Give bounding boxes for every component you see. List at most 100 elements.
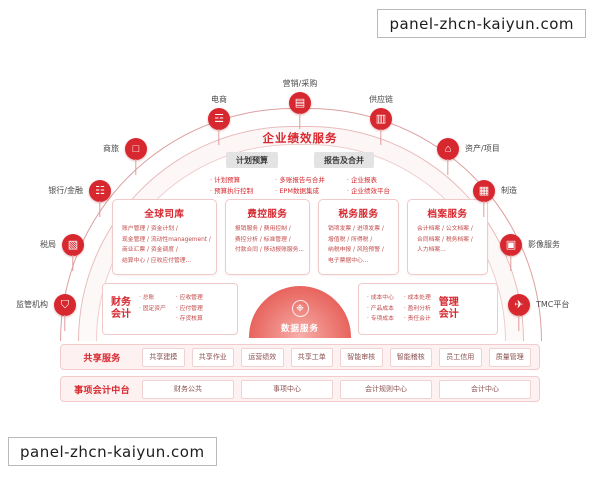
arch-node-label: TMC平台 [536, 300, 570, 309]
node-stem [518, 315, 520, 331]
watermark-top: panel-zhcn-kaiyun.com [377, 9, 586, 38]
shared-chip-operations[interactable]: 共享作业 [191, 347, 234, 367]
shared-services-title: 共享服务 [83, 353, 121, 364]
epm-feature-item: 预算执行控制 [210, 186, 253, 197]
mid-office-bar: 事项会计中台 财务公共 事项中心 会计规则中心 会计中心 [60, 376, 540, 402]
service-card-title: 全球司库 [144, 209, 185, 220]
building-icon: ⌂ [437, 138, 459, 160]
epm-feature-item: 企业报表 [347, 175, 390, 186]
node-glyph: ✈ [514, 298, 524, 311]
shared-chip-modeling[interactable]: 共享建模 [142, 347, 185, 367]
financial-accounting-title: 财务 会计 [111, 297, 131, 321]
shared-chip-performance[interactable]: 运营绩效 [241, 347, 284, 367]
node-stem [72, 255, 74, 271]
watermark-bottom: panel-zhcn-kaiyun.com [8, 437, 217, 466]
shared-chip-employee-credit[interactable]: 员工信用 [439, 347, 482, 367]
midoffice-chip-event-center[interactable]: 事项中心 [241, 379, 333, 399]
suitcase-icon: □ [125, 138, 147, 160]
arch-node-label: 税局 [40, 240, 56, 249]
arch-node-bank-finance[interactable]: ☷ 银行/金融 [48, 180, 111, 217]
node-stem [218, 129, 220, 145]
epm-pill-planning-budget[interactable]: 计划预算 [226, 152, 278, 168]
truck-icon: ▥ [370, 108, 392, 130]
arch-node-marketing-procurement[interactable]: ▤ 营销/采购 [283, 79, 317, 129]
service-card-item: 合同档案 / 税务档案 / [417, 236, 473, 243]
node-glyph: ▧ [67, 238, 79, 251]
service-card-global-treasury[interactable]: 全球司库 账户管理 / 资金计划 / 现金管理 / 流动性management … [112, 199, 217, 275]
node-stem [380, 129, 382, 145]
financial-accounting-items: 总账 固定资产 应收管理 应付管理 存货核算 [139, 293, 203, 325]
arch-node-imaging-service[interactable]: ▣ 影像服务 [500, 234, 560, 271]
arch-node-label: 监管机构 [16, 300, 48, 309]
bank-icon: ▧ [62, 234, 84, 256]
accounting-item: 专项成本 [367, 314, 394, 325]
service-card-expense-control[interactable]: 费控服务 报销服务 / 费用控制 / 费控分析 / 标准管理 / 付款合同 / … [224, 199, 310, 275]
shared-chip-worksheet[interactable]: 共享工单 [290, 347, 333, 367]
node-glyph: ⌂ [444, 142, 452, 155]
arch-node-label: 影像服务 [528, 240, 560, 249]
node-stem [299, 113, 301, 129]
accounting-column: 总账 固定资产 [139, 293, 166, 325]
shared-chip-quality[interactable]: 质量管理 [488, 347, 531, 367]
financial-accounting-box[interactable]: 财务 会计 总账 固定资产 应收管理 应付管理 存货核算 [102, 283, 238, 335]
accounting-row: 财务 会计 总账 固定资产 应收管理 应付管理 存货核算 成本中心 产品成本 [96, 283, 504, 337]
accounting-item: 盈利分析 [404, 304, 431, 315]
arch-node-tmc-platform[interactable]: ✈ TMC平台 [508, 294, 569, 331]
service-card-archive-service[interactable]: 档案服务 会计档案 / 公文档案 / 合同档案 / 税务档案 / 人力档案... [407, 199, 488, 275]
service-card-item: 现金管理 / 流动性management / [122, 236, 211, 243]
accounting-item: 产品成本 [367, 304, 394, 315]
shield-icon: ⛉ [54, 294, 76, 316]
title-line-2: 会计 [438, 309, 459, 320]
service-card-body: 会计档案 / 公文档案 / 合同档案 / 税务档案 / 人力档案... [413, 224, 482, 256]
management-accounting-items: 成本中心 产品成本 专项成本 成本处理 盈利分析 责任会计 [367, 293, 431, 325]
arch-node-business-travel[interactable]: □ 商旅 [103, 138, 147, 175]
epm-pill-report-consolidation[interactable]: 报告及合并 [314, 152, 374, 168]
shared-chip-smart-audit[interactable]: 智能稽核 [389, 347, 432, 367]
epm-feature-item: 企业绩效平台 [347, 186, 390, 197]
node-glyph: ▥ [375, 112, 387, 125]
node-glyph: ☲ [214, 112, 224, 125]
service-card-item: 纳税申报 / 风险预警 / [328, 247, 384, 254]
epm-feature-item: EPM数据集成 [275, 186, 325, 197]
accounting-item: 应收管理 [176, 293, 203, 304]
arch-node-supply-chain[interactable]: ▥ 供应链 [369, 95, 393, 145]
accounting-item: 总账 [139, 293, 166, 304]
epm-section: 企业绩效服务 计划预算 报告及合并 计划预算 预算执行控制 多账报告与合并 EP… [150, 130, 450, 196]
service-card-item: 会计档案 / 公文档案 / [417, 226, 473, 232]
node-glyph: ☷ [95, 184, 105, 197]
title-line-2: 会计 [111, 309, 131, 320]
title-line-1: 管理 [438, 296, 459, 308]
arch-node-tax-bureau[interactable]: ▧ 税局 [40, 234, 84, 271]
hub-glyph: ❉ [296, 303, 304, 313]
epm-column: 计划预算 预算执行控制 [210, 175, 253, 196]
management-accounting-box[interactable]: 成本中心 产品成本 专项成本 成本处理 盈利分析 责任会计 管理 会计 [358, 283, 498, 335]
title-line-1: 财务 [111, 296, 131, 308]
arch-node-label: 银行/金融 [48, 186, 83, 195]
service-card-title: 档案服务 [427, 209, 468, 220]
epm-column: 企业报表 企业绩效平台 [347, 175, 390, 196]
arch-node-ecommerce[interactable]: ☲ 电商 [208, 95, 230, 145]
accounting-item: 固定资产 [139, 304, 166, 315]
midoffice-chip-accounting-center[interactable]: 会计中心 [439, 379, 531, 399]
arch-node-regulator[interactable]: ⛉ 监管机构 [16, 294, 76, 331]
service-card-item: 人力档案... [417, 247, 446, 254]
service-card-body: 销项发票 / 进项发票 / 增值税 / 所得税 / 纳税申报 / 风险预警 / … [324, 224, 393, 267]
arch-node-manufacturing[interactable]: ▦ 制造 [473, 180, 517, 217]
node-glyph: □ [132, 142, 140, 155]
node-glyph: ▤ [294, 96, 306, 109]
epm-feature-item: 计划预算 [210, 175, 253, 186]
service-card-tax-service[interactable]: 税务服务 销项发票 / 进项发票 / 增值税 / 所得税 / 纳税申报 / 风险… [318, 199, 399, 275]
accounting-column: 成本中心 产品成本 专项成本 [367, 293, 394, 325]
service-card-title: 费控服务 [247, 209, 288, 220]
shared-chip-smart-review[interactable]: 智能审核 [340, 347, 383, 367]
service-card-item: 电子票据中心... [328, 258, 369, 265]
arch-node-assets-projects[interactable]: ⌂ 资产/项目 [437, 138, 500, 175]
service-card-body: 账户管理 / 资金计划 / 现金管理 / 流动性management / 商业汇… [118, 224, 211, 267]
midoffice-chip-finance-common[interactable]: 财务公共 [142, 379, 234, 399]
midoffice-chip-rule-center[interactable]: 会计规则中心 [340, 379, 432, 399]
service-card-item: 费控分析 / 标准管理 / [234, 236, 291, 243]
bank-columns-icon: ☷ [89, 180, 111, 202]
accounting-column: 成本处理 盈利分析 责任会计 [404, 293, 431, 325]
arch-node-label: 资产/项目 [465, 144, 500, 153]
factory-icon: ▦ [473, 180, 495, 202]
